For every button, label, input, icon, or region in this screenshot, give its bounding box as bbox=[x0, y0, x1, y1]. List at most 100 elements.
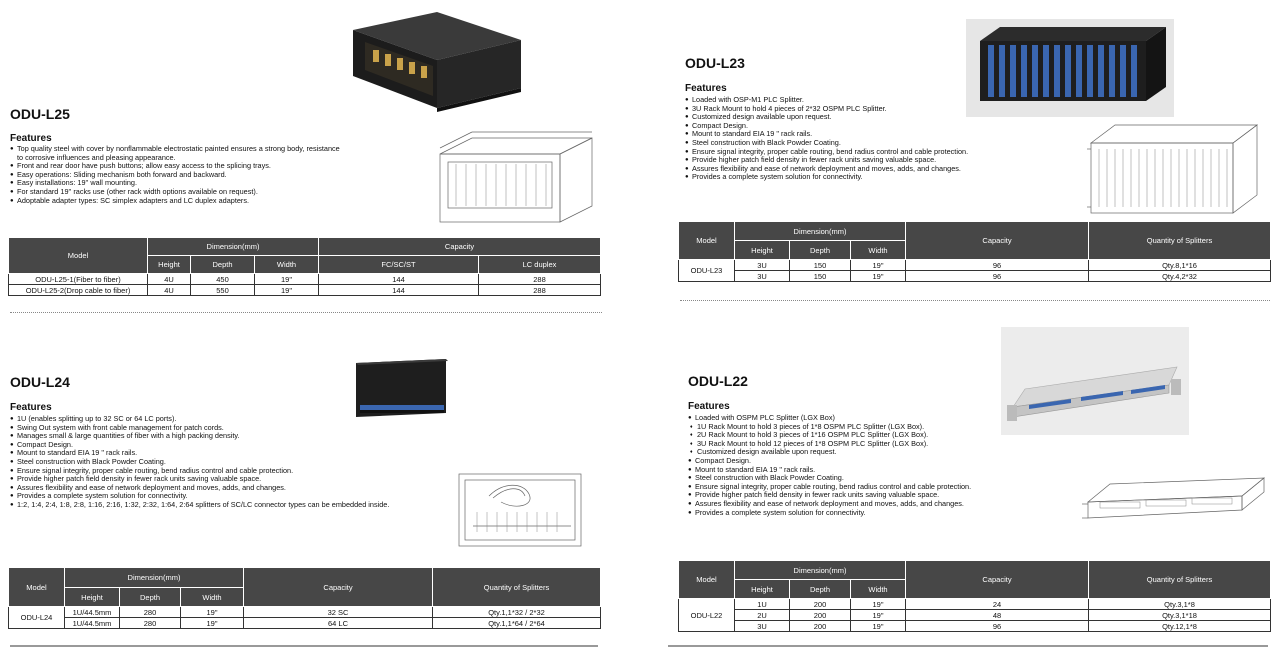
feature-item: Customized design available upon request… bbox=[685, 113, 1080, 122]
odu-l22-features-heading: Features bbox=[688, 401, 730, 412]
cell-width: 19" bbox=[849, 609, 907, 621]
odu-l25-spec-table: Model Dimension(mm) Capacity Height Dept… bbox=[8, 237, 602, 296]
feature-item: Loaded with OSP-M1 PLC Splitter. bbox=[685, 95, 1080, 105]
feature-item: Ensure signal integrity, proper cable ro… bbox=[685, 147, 1080, 157]
feature-item: 1:2, 1:4, 2:4, 1:8, 2:8, 1:16, 2:16, 1:3… bbox=[10, 500, 400, 510]
cell-capacity: 32 SC bbox=[243, 606, 434, 618]
cell-quantity: Qty.1,1*64 / 2*64 bbox=[432, 617, 602, 629]
table-row: ODU-L25-1(Fiber to fiber) 4U 450 19" 144… bbox=[8, 273, 602, 285]
feature-item: Manages small & large quantities of fibe… bbox=[10, 432, 400, 441]
section-divider bbox=[668, 645, 1268, 647]
header-depth: Depth bbox=[789, 579, 851, 599]
cell-depth: 280 bbox=[119, 606, 181, 618]
cell-model: ODU-L22 bbox=[678, 598, 735, 632]
odu-l23-spec-table: Model Dimension(mm) Capacity Quantity of… bbox=[678, 221, 1272, 282]
header-width: Width bbox=[849, 579, 907, 599]
odu-l25-product-photo bbox=[353, 12, 521, 112]
cell-depth: 280 bbox=[119, 617, 181, 629]
cell-height: 1U/44.5mm bbox=[64, 606, 120, 618]
odu-l25-title: ODU-L25 bbox=[10, 106, 70, 122]
odu-l24-feature-list: 1U (enables splitting up to 32 SC or 64 … bbox=[10, 414, 400, 510]
cell-quantity: Qty.4,2*32 bbox=[1088, 270, 1272, 282]
cell-depth: 200 bbox=[789, 620, 851, 632]
header-capacity: Capacity bbox=[905, 221, 1090, 260]
feature-item: Provides a complete system solution for … bbox=[10, 492, 400, 501]
header-model: Model bbox=[8, 237, 148, 274]
feature-item: Steel construction with Black Powder Coa… bbox=[688, 474, 1083, 483]
odu-l23-features-heading: Features bbox=[685, 83, 727, 94]
cell-quantity: Qty.3,1*8 bbox=[1088, 598, 1272, 610]
feature-item: For standard 19'' racks use (other rack … bbox=[10, 187, 340, 197]
cell-lc: 288 bbox=[478, 273, 602, 285]
header-lc-duplex: LC duplex bbox=[478, 255, 602, 274]
odu-l22-feature-list: Loaded with OSPM PLC Splitter (LGX Box) … bbox=[688, 413, 1083, 518]
cell-depth: 150 bbox=[789, 259, 851, 271]
cell-model: ODU-L23 bbox=[678, 259, 735, 282]
header-dimension: Dimension(mm) bbox=[146, 237, 320, 256]
header-width: Width bbox=[253, 255, 320, 274]
feature-item: Loaded with OSPM PLC Splitter (LGX Box) bbox=[688, 413, 1083, 423]
feature-item: Provide higher patch field density in fe… bbox=[688, 491, 1083, 500]
feature-sub-item: Customized design available upon request… bbox=[688, 448, 1083, 457]
header-width: Width bbox=[849, 240, 907, 260]
header-height: Height bbox=[64, 587, 120, 607]
feature-item: Compact Design. bbox=[685, 121, 1080, 131]
cell-width: 19" bbox=[849, 270, 907, 282]
header-capacity: Capacity bbox=[905, 560, 1090, 599]
header-dimension: Dimension(mm) bbox=[63, 567, 245, 588]
feature-item: Easy installations: 19'' wall mounting. bbox=[10, 179, 340, 188]
cell-height: 3U bbox=[734, 259, 790, 271]
header-quantity-of-splitters: Quantity of Splitters bbox=[1088, 560, 1272, 599]
cell-capacity: 64 LC bbox=[243, 617, 434, 629]
cell-capacity: 96 bbox=[905, 259, 1090, 271]
feature-item: Steel construction with Black Powder Coa… bbox=[10, 457, 400, 467]
cell-model: ODU-L25-1(Fiber to fiber) bbox=[8, 273, 148, 285]
header-quantity-of-splitters: Quantity of Splitters bbox=[1088, 221, 1272, 260]
feature-item: Mount to standard EIA 19 " rack rails. bbox=[685, 130, 1080, 139]
feature-item: Assures flexibility and ease of network … bbox=[688, 499, 1083, 509]
header-height: Height bbox=[734, 579, 790, 599]
odu-l24-features-heading: Features bbox=[10, 402, 52, 413]
feature-item: Provides a complete system solution for … bbox=[688, 508, 1083, 518]
feature-item: Front and rear door have push buttons; a… bbox=[10, 162, 340, 171]
feature-item: Swing Out system with front cable manage… bbox=[10, 423, 400, 433]
feature-sub-item: 2U Rack Mount to hold 3 pieces of 1*16 O… bbox=[688, 431, 1083, 440]
odu-l24-product-photo bbox=[356, 359, 448, 417]
cell-width: 19" bbox=[849, 598, 907, 610]
odu-l22-spec-table: Model Dimension(mm) Capacity Quantity of… bbox=[678, 560, 1272, 632]
table-row: 1U/44.5mm 280 19" 64 LC Qty.1,1*64 / 2*6… bbox=[9, 617, 602, 629]
header-capacity: Capacity bbox=[318, 237, 602, 256]
cell-height: 1U/44.5mm bbox=[64, 617, 120, 629]
cell-quantity: Qty.12,1*8 bbox=[1088, 620, 1272, 632]
cell-depth: 200 bbox=[789, 598, 851, 610]
cell-lc: 288 bbox=[478, 284, 602, 296]
cell-capacity: 24 bbox=[905, 598, 1090, 610]
cell-depth: 200 bbox=[789, 609, 851, 621]
feature-item: Provides a complete system solution for … bbox=[685, 173, 1080, 182]
feature-item: 3U Rack Mount to hold 4 pieces of 2*32 O… bbox=[685, 104, 1080, 114]
cell-height: 3U bbox=[734, 620, 790, 632]
table-row: 3U 200 19" 96 Qty.12,1*8 bbox=[679, 620, 1272, 632]
table-row: ODU-L25-2(Drop cable to fiber) 4U 550 19… bbox=[8, 284, 602, 296]
feature-item: Mount to standard EIA 19 " rack rails. bbox=[10, 449, 400, 458]
cell-quantity: Qty.8,1*16 bbox=[1088, 259, 1272, 271]
feature-item: Assures flexibility and ease of network … bbox=[10, 483, 400, 493]
section-divider bbox=[10, 312, 602, 313]
odu-l25-features-heading: Features bbox=[10, 133, 52, 144]
section-divider bbox=[680, 300, 1270, 301]
table-row: 3U 150 19" 96 Qty.4,2*32 bbox=[679, 270, 1272, 282]
header-depth: Depth bbox=[789, 240, 851, 260]
cell-height: 4U bbox=[147, 284, 191, 296]
table-row: ODU-L22 1U 200 19" 24 Qty.3,1*8 bbox=[678, 598, 1272, 632]
cell-depth: 150 bbox=[789, 270, 851, 282]
section-divider bbox=[10, 645, 598, 647]
cell-height: 3U bbox=[734, 270, 790, 282]
cell-depth: 550 bbox=[190, 284, 255, 296]
feature-item: Provide higher patch field density in fe… bbox=[10, 475, 400, 484]
odu-l23-feature-list: Loaded with OSP-M1 PLC Splitter. 3U Rack… bbox=[685, 95, 1080, 182]
feature-sub-item: 1U Rack Mount to hold 3 pieces of 1*8 OS… bbox=[688, 422, 1083, 432]
cell-capacity: 96 bbox=[905, 270, 1090, 282]
header-dimension: Dimension(mm) bbox=[733, 221, 907, 241]
feature-item: Ensure signal integrity, proper cable ro… bbox=[10, 466, 400, 476]
table-row: ODU-L23 3U 150 19" 96 Qty.8,1*16 bbox=[678, 259, 1272, 282]
